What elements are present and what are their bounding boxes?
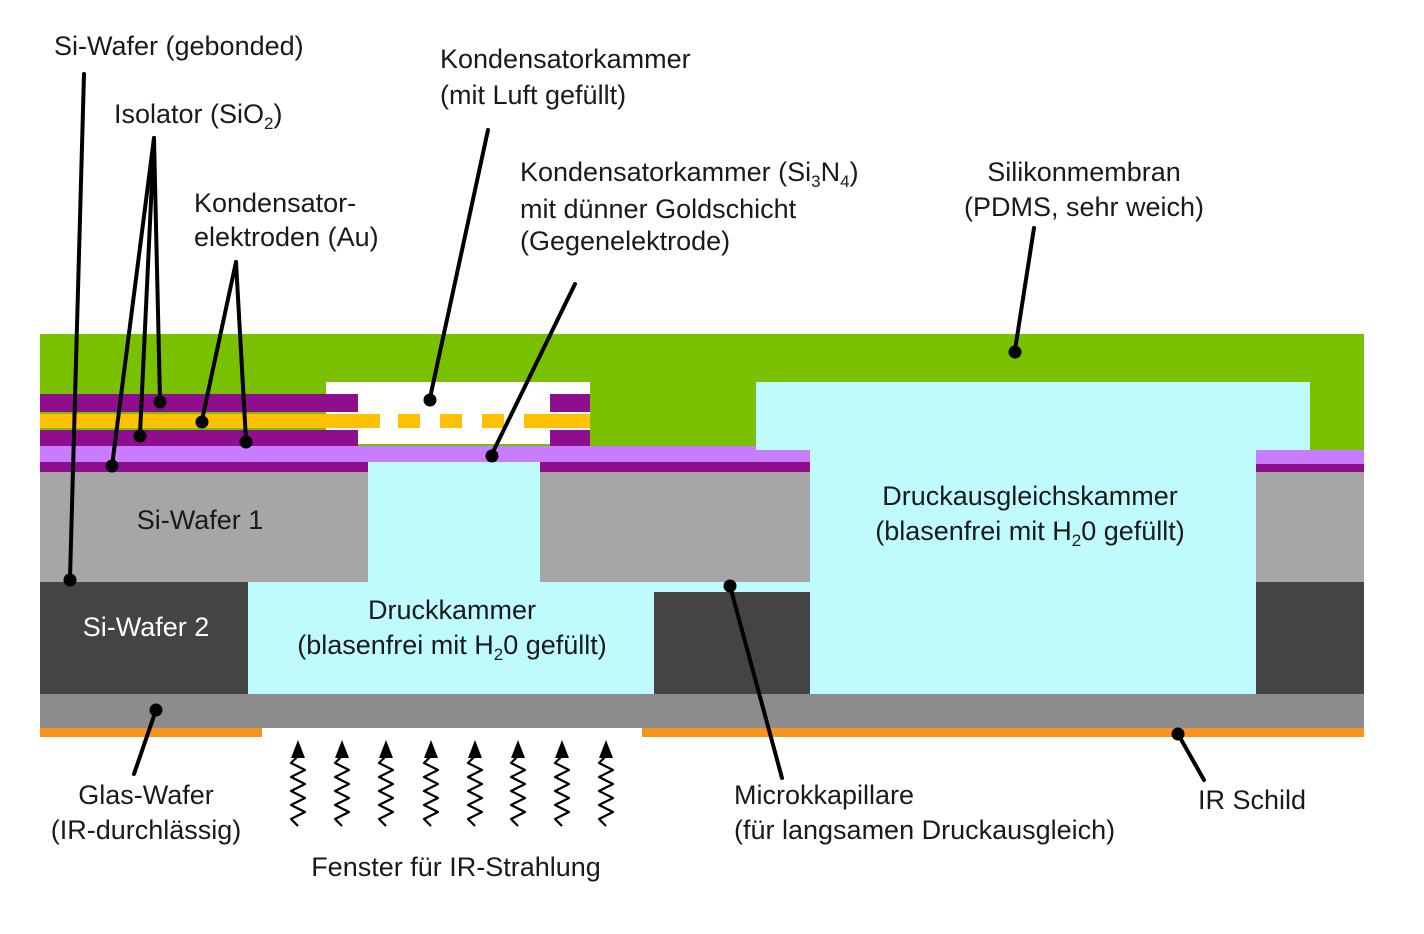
sio2-layer-top-left (40, 394, 358, 412)
sio2-under-si3n4-right (1256, 464, 1364, 472)
si-wafer-2-right (1256, 582, 1364, 694)
gold-electrode-right (550, 414, 590, 428)
ir-arrow (553, 740, 571, 827)
label-fenster-ir: Fenster für IR-Strahlung (311, 852, 601, 882)
label-microkapillare-line1: Microkkapillare (734, 780, 914, 810)
label-druckkammer-line1: Druckkammer (368, 595, 536, 625)
ir-shield-right (642, 728, 1364, 737)
label-kondensatorkammer-si3n4-line1: Kondensatorkammer (Si3N4) (520, 157, 859, 191)
label-si-wafer-1: Si-Wafer 1 (137, 505, 264, 535)
label-ir-schild: IR Schild (1198, 785, 1306, 815)
label-si-wafer-2: Si-Wafer 2 (83, 612, 210, 642)
label-kondensator-elektroden-line1: Kondensator- (194, 188, 356, 218)
ir-arrow (333, 740, 351, 827)
si-wafer-1-left (40, 472, 368, 582)
ir-arrow (422, 740, 440, 827)
label-silikonmembran-line1: Silikonmembran (987, 157, 1181, 187)
label-silikonmembran-line2: (PDMS, sehr weich) (964, 192, 1204, 222)
sio2-layer-top-right (550, 394, 590, 412)
label-si-wafer-bonded: Si-Wafer (gebonded) (54, 31, 304, 61)
ir-radiation-arrows (289, 740, 615, 827)
pressure-chamber (248, 582, 654, 694)
si-wafer-1-mid (540, 472, 810, 582)
compensation-chamber-upper (756, 382, 1310, 450)
ir-arrow (289, 740, 307, 827)
ir-arrow (509, 740, 527, 827)
label-kondensatorkammer-si3n4-line2: mit dünner Goldschicht (520, 194, 797, 224)
label-druckausgleichskammer-line2: (blasenfrei mit H20 gefüllt) (875, 516, 1185, 550)
si-wafer-2-mid (654, 592, 810, 694)
ir-arrow (377, 740, 395, 827)
ir-arrow (597, 740, 615, 827)
label-microkapillare-line2: (für langsamen Druckausgleich) (734, 815, 1115, 845)
si3n4-layer-far-right (1256, 450, 1364, 464)
label-glas-wafer-line2: (IR-durchlässig) (51, 815, 242, 845)
ir-shield-left (40, 728, 262, 737)
compensation-chamber-lower (810, 450, 1256, 694)
si-wafer-2-left (40, 582, 248, 694)
label-isolator: Isolator (SiO2) (114, 99, 283, 133)
si3n4-layer (40, 446, 810, 462)
pressure-chamber-neck (368, 462, 540, 582)
label-druckkammer-line2: (blasenfrei mit H20 gefüllt) (297, 630, 607, 664)
sio2-under-si3n4-left (40, 462, 368, 472)
label-druckausgleichskammer-line1: Druckausgleichskammer (882, 481, 1178, 511)
label-kondensatorkammer-luft-line1: Kondensatorkammer (440, 44, 691, 74)
label-kondensatorkammer-si3n4-line3: (Gegenelektrode) (520, 226, 730, 256)
sio2-under-si3n4-mid (540, 462, 810, 472)
leader-lines (63, 72, 1206, 782)
sio2-layer-bottom-right (550, 430, 590, 446)
sio2-layer-bottom-left (40, 430, 358, 446)
glass-wafer (40, 694, 1364, 728)
label-kondensator-elektroden-line2: elektroden (Au) (194, 222, 379, 252)
cap-chamber-air (326, 382, 590, 444)
counter-electrode-gold-segments (358, 414, 550, 428)
label-kondensatorkammer-luft-line2: (mit Luft gefüllt) (440, 80, 626, 110)
label-glas-wafer-line1: Glas-Wafer (78, 780, 214, 810)
si-wafer-1-right (1256, 472, 1364, 582)
ir-arrow (466, 740, 484, 827)
